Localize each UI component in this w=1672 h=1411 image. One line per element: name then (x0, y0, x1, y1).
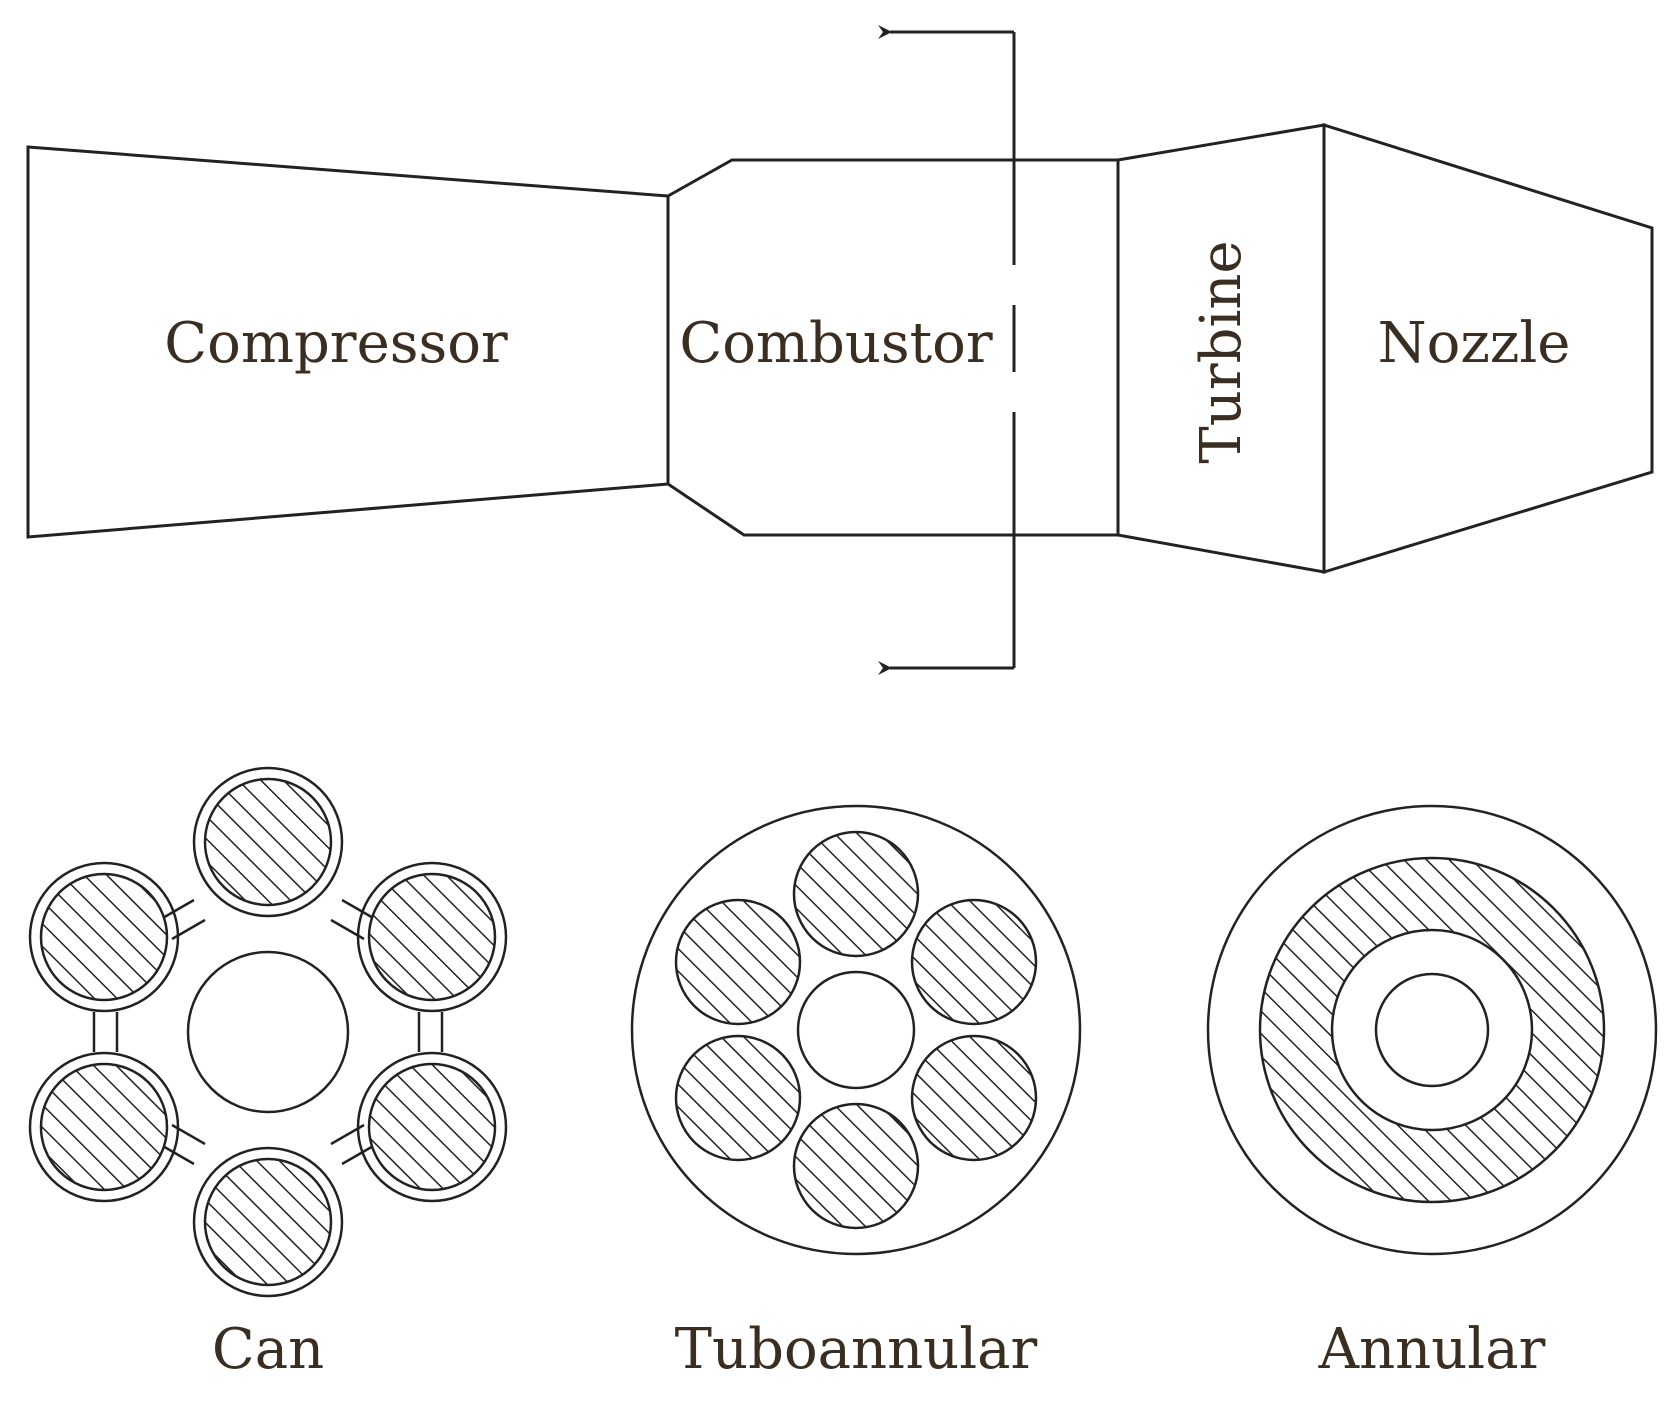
tuboannular-liner (674, 898, 802, 1026)
can-combustor (39, 1062, 169, 1192)
annular-label: Annular (1318, 1317, 1546, 1382)
can-combustor (39, 872, 169, 1002)
interconnector-line (160, 1143, 195, 1166)
compressor-label: Compressor (164, 311, 508, 376)
annular-center-shaft (1374, 972, 1490, 1088)
can-center-shaft (186, 950, 350, 1114)
tuboannular-liner (910, 1034, 1038, 1162)
tuboannular-cross-section: Tuboannular (630, 804, 1082, 1382)
can-liner-outer (192, 1146, 344, 1298)
tuboannular-center-shaft (796, 970, 916, 1090)
can-cross-section: Can (28, 766, 508, 1382)
tuboannular-outer-casing (630, 804, 1082, 1256)
nozzle-label: Nozzle (1378, 311, 1571, 376)
tuboannular-liner (674, 1034, 802, 1162)
annular-outer-casing (1206, 804, 1658, 1256)
can-label: Can (212, 1317, 324, 1382)
turbine-label: Turbine (1189, 240, 1254, 463)
can-combustors (28, 766, 508, 1298)
combustor-label: Combustor (679, 311, 993, 376)
nozzle-section (1322, 122, 1654, 575)
tuboannular-liner (792, 830, 920, 958)
interconnector-line (341, 1143, 376, 1166)
tuboannular-label: Tuboannular (675, 1317, 1038, 1382)
section-cut-indicator (878, 25, 1016, 675)
interconnector-line (160, 898, 195, 921)
can-liner-outer (192, 766, 344, 918)
can-liner-outer (356, 1051, 508, 1203)
can-liner-outer (28, 861, 180, 1013)
can-liner-outer (28, 1051, 180, 1203)
can-combustor (203, 777, 333, 907)
can-combustor (367, 872, 497, 1002)
tuboannular-liners (674, 830, 1038, 1230)
engine-side-view: Compressor Combustor Turbine Nozzle (26, 25, 1654, 675)
can-combustor (367, 1062, 497, 1192)
interconnector-line (341, 898, 376, 921)
can-liner-outer (356, 861, 508, 1013)
annular-inner-liner (1330, 928, 1534, 1132)
can-combustor (203, 1157, 333, 1287)
tuboannular-liner (792, 1102, 920, 1230)
annular-cross-section: Annular (1206, 804, 1658, 1382)
tuboannular-liner (910, 898, 1038, 1026)
